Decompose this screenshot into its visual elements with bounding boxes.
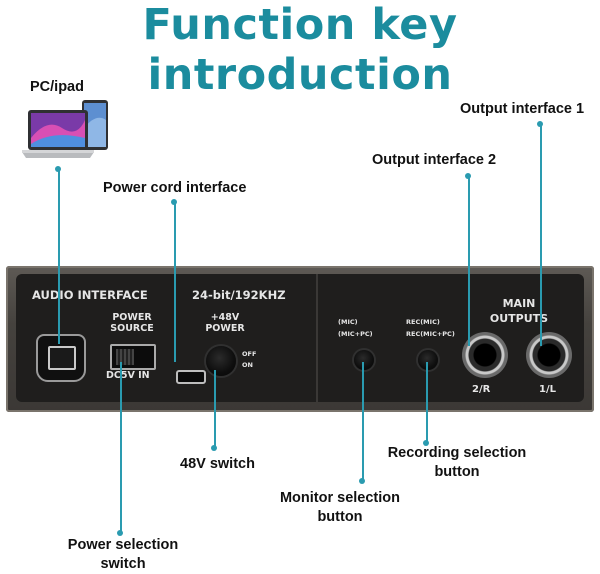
monitor-mic-text: (MIC) — [338, 318, 358, 326]
power-cord-label: Power cord interface — [103, 180, 247, 196]
pc-leader-line — [58, 168, 60, 344]
recording-selection-button[interactable] — [418, 350, 438, 370]
dc5v-text: DC5V IN — [106, 370, 150, 381]
micro-usb-port[interactable] — [176, 370, 206, 384]
panel-face: AUDIO INTERFACE 24-bit/192KHZ POWER SOUR… — [16, 274, 584, 402]
output-1-leader-line — [540, 124, 542, 346]
recording-selection-label: Recording selection button — [387, 445, 527, 480]
monitor-leader-line — [362, 362, 364, 480]
48v-power-text: +48V POWER — [205, 312, 245, 334]
monitor-micpc-text: (MIC+PC) — [338, 330, 373, 338]
rec-micpc-text: REC(MIC+PC) — [406, 330, 455, 338]
monitor-selection-button[interactable] — [354, 350, 374, 370]
monitor-leader-dot — [359, 478, 365, 484]
power-cord-leader-dot — [171, 199, 177, 205]
monitor-selection-label: Monitor selection button — [279, 490, 401, 525]
power-source-text: POWER SOURCE — [110, 312, 154, 334]
output-1-leader-dot — [537, 121, 543, 127]
laptop-tablet-icon — [22, 98, 112, 178]
48v-off-text: OFF — [242, 350, 257, 358]
48v-switch[interactable] — [206, 346, 236, 376]
page-title: Function key introduction — [142, 0, 458, 100]
output-2-leader-line — [468, 176, 470, 346]
48v-on-text: ON — [242, 361, 253, 369]
power-selection-label: Power selection switch — [67, 537, 179, 572]
pc-ipad-label: PC/ipad — [30, 79, 84, 95]
power-selection-leader-dot — [117, 530, 123, 536]
48v-switch-label: 48V switch — [180, 456, 255, 472]
panel-divider — [316, 274, 318, 402]
pc-leader-dot — [55, 166, 61, 172]
out-1l-text: 1/L — [539, 384, 556, 395]
audio-interface-text: AUDIO INTERFACE — [32, 288, 148, 302]
output-1-label: Output interface 1 — [460, 101, 585, 117]
power-cord-leader-line — [174, 202, 176, 362]
48v-leader-line — [214, 370, 216, 448]
recording-leader-dot — [423, 440, 429, 446]
rec-mic-text: REC(MIC) — [406, 318, 440, 326]
output-2-leader-dot — [465, 173, 471, 179]
audio-interface-panel: AUDIO INTERFACE 24-bit/192KHZ POWER SOUR… — [6, 266, 594, 412]
power-selection-switch[interactable] — [110, 344, 156, 370]
power-selection-leader-line — [120, 362, 122, 532]
output-2-label: Output interface 2 — [372, 152, 497, 168]
main-outputs-text: MAIN OUTPUTS — [489, 297, 549, 325]
usb-b-port[interactable] — [36, 334, 86, 382]
output-1l-jack[interactable] — [526, 332, 572, 378]
bitrate-text: 24-bit/192KHZ — [192, 288, 286, 302]
out-2r-text: 2/R — [472, 384, 491, 395]
48v-leader-dot — [211, 445, 217, 451]
recording-leader-line — [426, 362, 428, 442]
